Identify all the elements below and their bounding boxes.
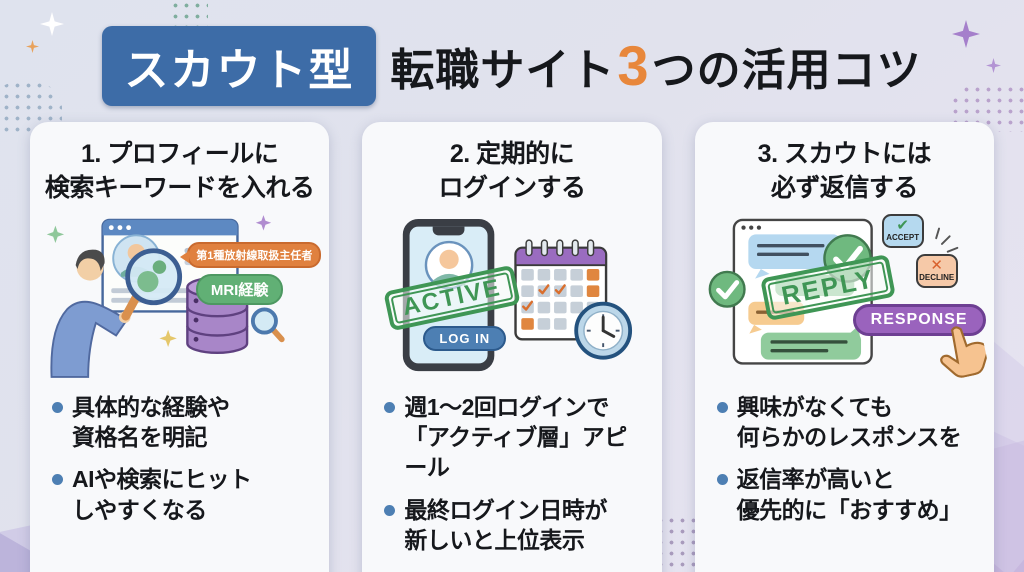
login-button: LOG IN	[423, 325, 507, 351]
emphasis-lines	[934, 227, 958, 253]
qualification-tag: 第1種放射線取扱主任者	[180, 241, 322, 268]
sparkle-icon	[46, 225, 65, 243]
tips-row: 1. プロフィールに 検索キーワードを入れる	[30, 122, 994, 572]
list-item: 返信率が高いと 優先的に「おすすめ」	[716, 464, 980, 525]
check-icon: ✔	[896, 216, 909, 234]
tip-1-bullets: 具体的な経験や 資格名を明記 AIや検索にヒット しやすくなる	[52, 392, 315, 525]
decline-badge: ✕ DECLINE	[915, 253, 958, 288]
bullet-text: 週1〜2回ログインで 「アクティブ層」アピール	[404, 393, 627, 481]
bullet-dot	[716, 401, 728, 413]
experience-tag: MRI経験	[195, 273, 284, 305]
list-item: AIや検索にヒット しやすくなる	[52, 464, 315, 525]
bullet-text: 具体的な経験や 資格名を明記	[72, 393, 230, 450]
tip-3-bullets: 興味がなくても 何らかのレスポンスを 返信率が高いと 優先的に「おすすめ」	[716, 392, 980, 525]
list-item: 最終ログイン日時が 新しいと上位表示	[384, 495, 647, 556]
small-magnifier-icon	[250, 307, 285, 342]
bullet-text: 返信率が高いと 優先的に「おすすめ」	[736, 466, 963, 523]
bullet-text: 興味がなくても 何らかのレスポンスを	[736, 393, 962, 450]
chat-bubble-icon	[760, 325, 861, 360]
magnifier-icon	[121, 247, 183, 321]
tip-3-heading: 3. スカウトには 必ず返信する	[757, 140, 932, 202]
title-suffix: つの活用コツ	[651, 46, 922, 95]
bullet-dot	[716, 474, 728, 486]
accept-badge: ✔ ACCEPT	[881, 213, 924, 248]
accept-label: ACCEPT	[886, 233, 920, 242]
bullet-dot	[384, 401, 396, 413]
tip-1-illustration: 第1種放射線取扱主任者 MRI経験	[40, 212, 322, 380]
check-circle-icon	[708, 270, 746, 308]
response-button: RESPONSE	[852, 303, 986, 336]
bullet-dot	[52, 474, 63, 486]
person-icon	[50, 249, 131, 378]
list-item: 週1〜2回ログインで 「アクティブ層」アピール	[384, 392, 647, 483]
bullet-dot	[52, 401, 63, 413]
tip-card-1: 1. プロフィールに 検索キーワードを入れる	[30, 122, 330, 572]
list-item: 具体的な経験や 資格名を明記	[52, 392, 315, 453]
tip-card-3: 3. スカウトには 必ず返信する	[694, 122, 994, 572]
title-badge: スカウト型	[102, 26, 377, 106]
decline-label: DECLINE	[919, 273, 955, 282]
tip-3-illustration: REPLY ✔ ACCEPT ✕ DECLINE RESPONSE	[705, 212, 989, 380]
list-item: 興味がなくても 何らかのレスポンスを	[716, 392, 980, 453]
sparkle-icon	[159, 329, 177, 347]
cursor-hand-icon	[939, 325, 989, 378]
title-prefix: 転職サイト	[390, 46, 616, 95]
tip-1-heading: 1. プロフィールに 検索キーワードを入れる	[44, 140, 315, 202]
tip-card-2: 2. 定期的に ログインする	[362, 122, 662, 572]
bullet-text: 最終ログイン日時が 新しいと上位表示	[404, 496, 607, 553]
tip-2-illustration: ACTIVE LOG IN	[372, 212, 651, 380]
clock-icon	[574, 301, 633, 360]
bullet-dot	[384, 504, 396, 516]
title-number: 3	[617, 34, 650, 97]
tip-2-bullets: 週1〜2回ログインで 「アクティブ層」アピール 最終ログイン日時が 新しいと上位…	[384, 392, 647, 556]
x-icon: ✕	[930, 256, 943, 274]
chat-bubble-icon	[748, 233, 841, 279]
bullet-text: AIや検索にヒット しやすくなる	[72, 466, 252, 523]
sparkle-icon	[255, 214, 272, 231]
tip-2-heading: 2. 定期的に ログインする	[438, 140, 586, 202]
